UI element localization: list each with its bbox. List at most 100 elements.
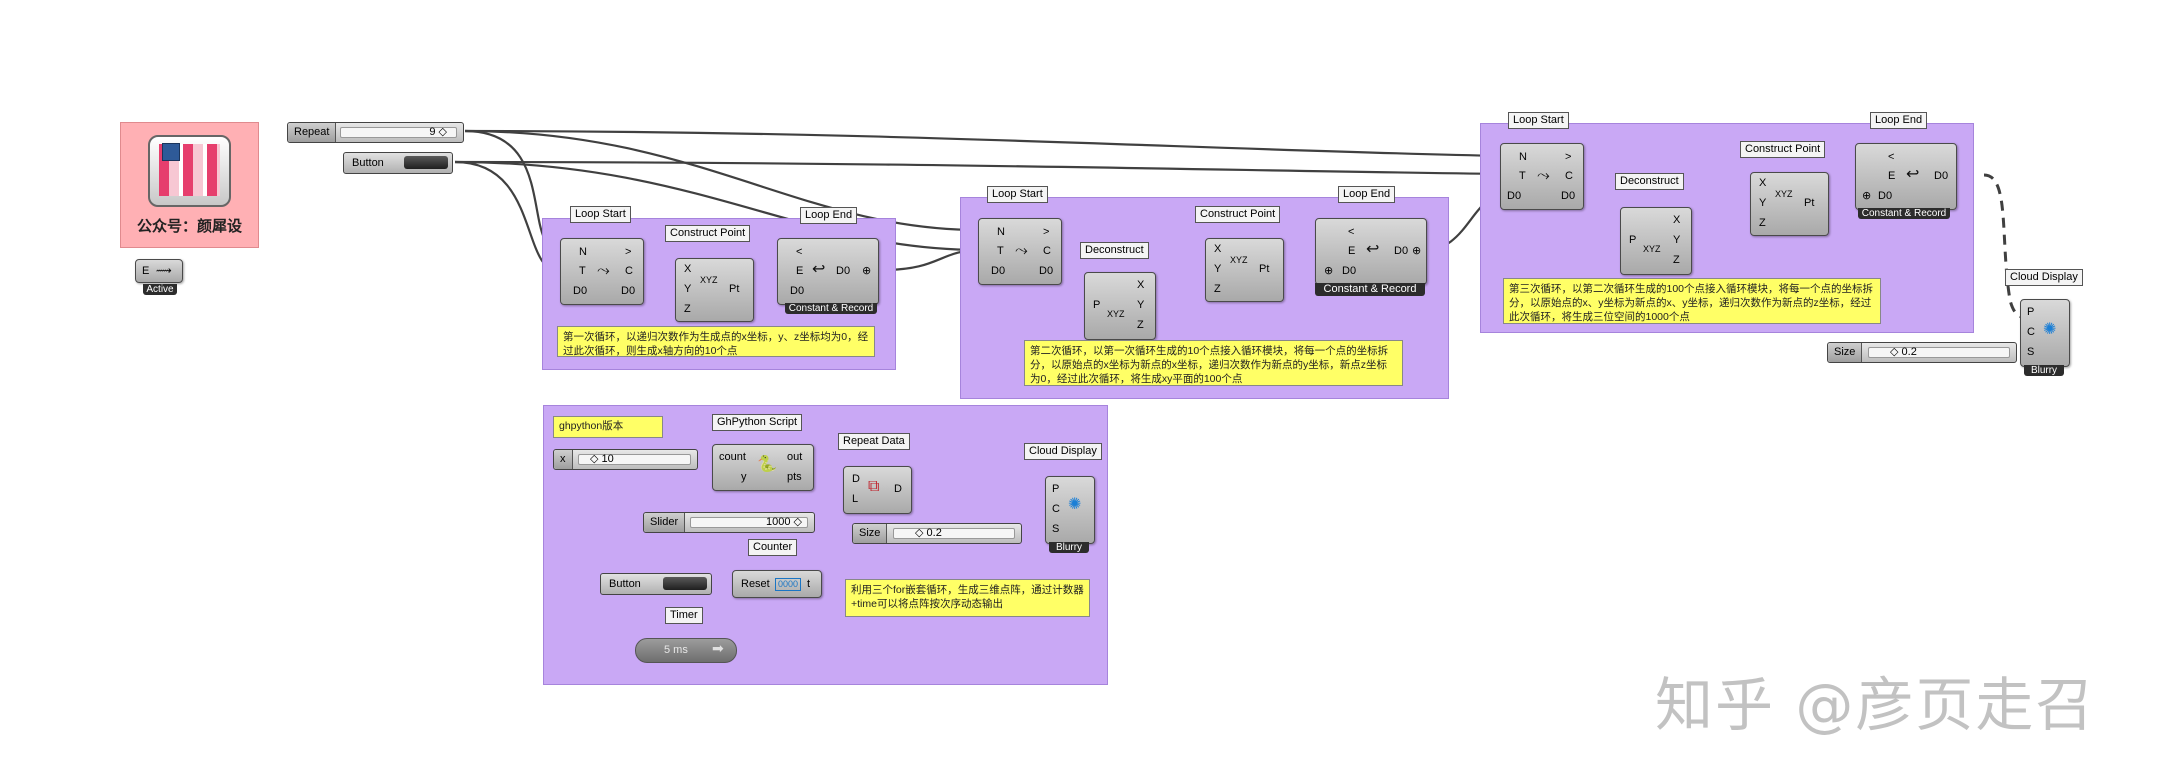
loop-end-icon: ↩ xyxy=(1906,166,1920,183)
port-t: T xyxy=(997,245,1004,257)
account-icon[interactable] xyxy=(148,135,231,207)
port-t: t xyxy=(807,578,811,590)
port-d0-out: D0 xyxy=(1394,245,1409,257)
loop-start-node-1[interactable]: N T D0 > C D0 ⤳ xyxy=(560,238,644,305)
wire xyxy=(464,129,981,232)
port-d: D xyxy=(852,473,860,485)
constant-record-bar-1: Constant & Record xyxy=(785,303,877,314)
note-loop-1: 第一次循环，以递归次数作为生成点的x坐标，y、z坐标均为0，经过此次循环，则生成… xyxy=(557,326,875,357)
port-d0: D0 xyxy=(573,285,588,297)
port-n: N xyxy=(1519,151,1527,163)
size-slider-right[interactable]: Size ◇ 0.2 xyxy=(1827,342,2017,363)
slider-node-track[interactable] xyxy=(690,517,808,528)
port-reset: Reset xyxy=(741,578,770,590)
account-text: 公众号：颜犀设 xyxy=(136,218,242,235)
port-out: out xyxy=(787,451,803,463)
ghpython-node[interactable]: count y out pts 🐍 xyxy=(712,444,814,491)
port-c: C xyxy=(1052,503,1060,515)
flatten-icon: ⊕ xyxy=(1324,265,1334,277)
port-n: N xyxy=(579,246,587,258)
counter-node[interactable]: Reset 0000 t xyxy=(732,570,822,598)
loop-end-label-3: Loop End xyxy=(1870,112,1928,129)
port-pts: pts xyxy=(787,471,802,483)
port-y: y xyxy=(741,471,747,483)
port-x: X xyxy=(1673,214,1681,226)
button-node-bottom[interactable]: Button xyxy=(600,573,712,595)
port-y: Y xyxy=(1759,197,1767,209)
loop-start-label-3: Loop Start xyxy=(1508,112,1569,129)
loop-start-node-2[interactable]: N T D0 > C D0 ⤳ xyxy=(978,218,1062,285)
port-lt: < xyxy=(1888,151,1895,163)
button-face[interactable] xyxy=(404,156,448,169)
port-p: P xyxy=(1629,234,1637,246)
loop-end-node-2[interactable]: < E D0 D0 ↩ ⊕ ⊕ xyxy=(1315,218,1427,285)
construct-point-label-2: Construct Point xyxy=(1195,206,1281,223)
slider-node-value: 1000 ◇ xyxy=(766,516,802,528)
port-p: P xyxy=(2027,306,2035,318)
port-z: Z xyxy=(1214,283,1221,295)
port-x: X xyxy=(684,263,692,275)
port-t: T xyxy=(1519,170,1526,182)
construct-point-node-2[interactable]: X Y Z Pt XYZ xyxy=(1205,238,1284,302)
button-node-top[interactable]: Button xyxy=(343,152,453,174)
x-slider[interactable]: x ◇ 10 xyxy=(553,449,698,470)
port-d0: D0 xyxy=(1507,190,1522,202)
xyz-icon: XYZ xyxy=(1643,244,1661,254)
port-z: Z xyxy=(1137,319,1144,331)
flatten-icon: ⊕ xyxy=(1862,190,1872,202)
active-toggle[interactable]: E ⟿ xyxy=(135,259,183,283)
button-face[interactable] xyxy=(663,577,707,590)
port-d-out: D xyxy=(894,483,902,495)
wire xyxy=(454,160,981,252)
port-x: X xyxy=(1214,243,1222,255)
account-tile: 公众号：颜犀设 xyxy=(120,122,259,248)
port-gt: > xyxy=(1565,151,1572,163)
loop-start-node-3[interactable]: N T D0 > C D0 ⤳ xyxy=(1500,143,1584,210)
loop-end-node-3[interactable]: < E D0 D0 ↩ ⊕ xyxy=(1855,143,1957,210)
deconstruct-node-3[interactable]: P X Y Z XYZ xyxy=(1620,207,1692,275)
cloud-display-node[interactable]: P C S ✺ xyxy=(1045,476,1095,544)
python-icon: 🐍 xyxy=(757,456,777,473)
repeat-data-node[interactable]: D L D ⧉ xyxy=(843,466,912,514)
cloud-display-label: Cloud Display xyxy=(1024,443,1102,460)
port-d0: D0 xyxy=(1878,190,1893,202)
deconstruct-node-2[interactable]: P X Y Z XYZ xyxy=(1084,272,1156,340)
port-n: N xyxy=(997,226,1005,238)
construct-point-node-1[interactable]: X Y Z Pt XYZ xyxy=(675,258,754,322)
blurry-bar: Blurry xyxy=(1049,542,1089,553)
port-x: X xyxy=(1759,177,1767,189)
toggle-icon: ⟿ xyxy=(156,265,172,277)
size-slider-label: Size xyxy=(853,524,888,543)
loop-end-node-1[interactable]: < E D0 D0 ↩ ⊕ xyxy=(777,238,879,305)
port-gt: > xyxy=(625,246,632,258)
cloud-display-node-right[interactable]: P C S ✺ xyxy=(2020,299,2070,367)
deconstruct-label-3: Deconstruct xyxy=(1615,173,1684,190)
loop-start-icon: ⤳ xyxy=(1015,242,1028,259)
size-slider[interactable]: Size ◇ 0.2 xyxy=(852,523,1022,544)
construct-point-node-3[interactable]: X Y Z Pt XYZ xyxy=(1750,172,1829,236)
port-d0-out: D0 xyxy=(1561,190,1576,202)
port-y: Y xyxy=(1137,299,1145,311)
size-slider-track[interactable] xyxy=(893,528,1015,539)
size-slider-track[interactable] xyxy=(1868,347,2010,358)
port-z: Z xyxy=(1673,254,1680,266)
port-y: Y xyxy=(1673,234,1681,246)
slider-node[interactable]: Slider 1000 ◇ xyxy=(643,512,815,533)
port-p: P xyxy=(1093,299,1101,311)
repeat-slider-label: Repeat xyxy=(288,123,337,142)
repeat-slider-track[interactable] xyxy=(340,127,457,138)
timer-node[interactable]: 5 ms ➡ xyxy=(635,638,737,663)
repeat-slider[interactable]: Repeat 9 ◇ xyxy=(287,122,464,143)
x-slider-track[interactable] xyxy=(578,454,691,465)
loop-start-icon: ⤳ xyxy=(597,262,610,279)
deconstruct-label-2: Deconstruct xyxy=(1080,242,1149,259)
port-gt: > xyxy=(1043,226,1050,238)
flatten-icon-out: ⊕ xyxy=(1412,245,1422,257)
repeat-data-label: Repeat Data xyxy=(838,433,910,450)
cloud-icon: ✺ xyxy=(1068,496,1082,513)
note-loop-2: 第二次循环，以第一次循环生成的10个点接入循环模块，将每一个点的坐标拆分，以原始… xyxy=(1024,340,1403,386)
repeat-icon: ⧉ xyxy=(868,478,880,495)
port-e: E xyxy=(1348,245,1356,257)
save-icon xyxy=(162,143,180,161)
size-slider-value: ◇ 0.2 xyxy=(1890,346,1917,358)
